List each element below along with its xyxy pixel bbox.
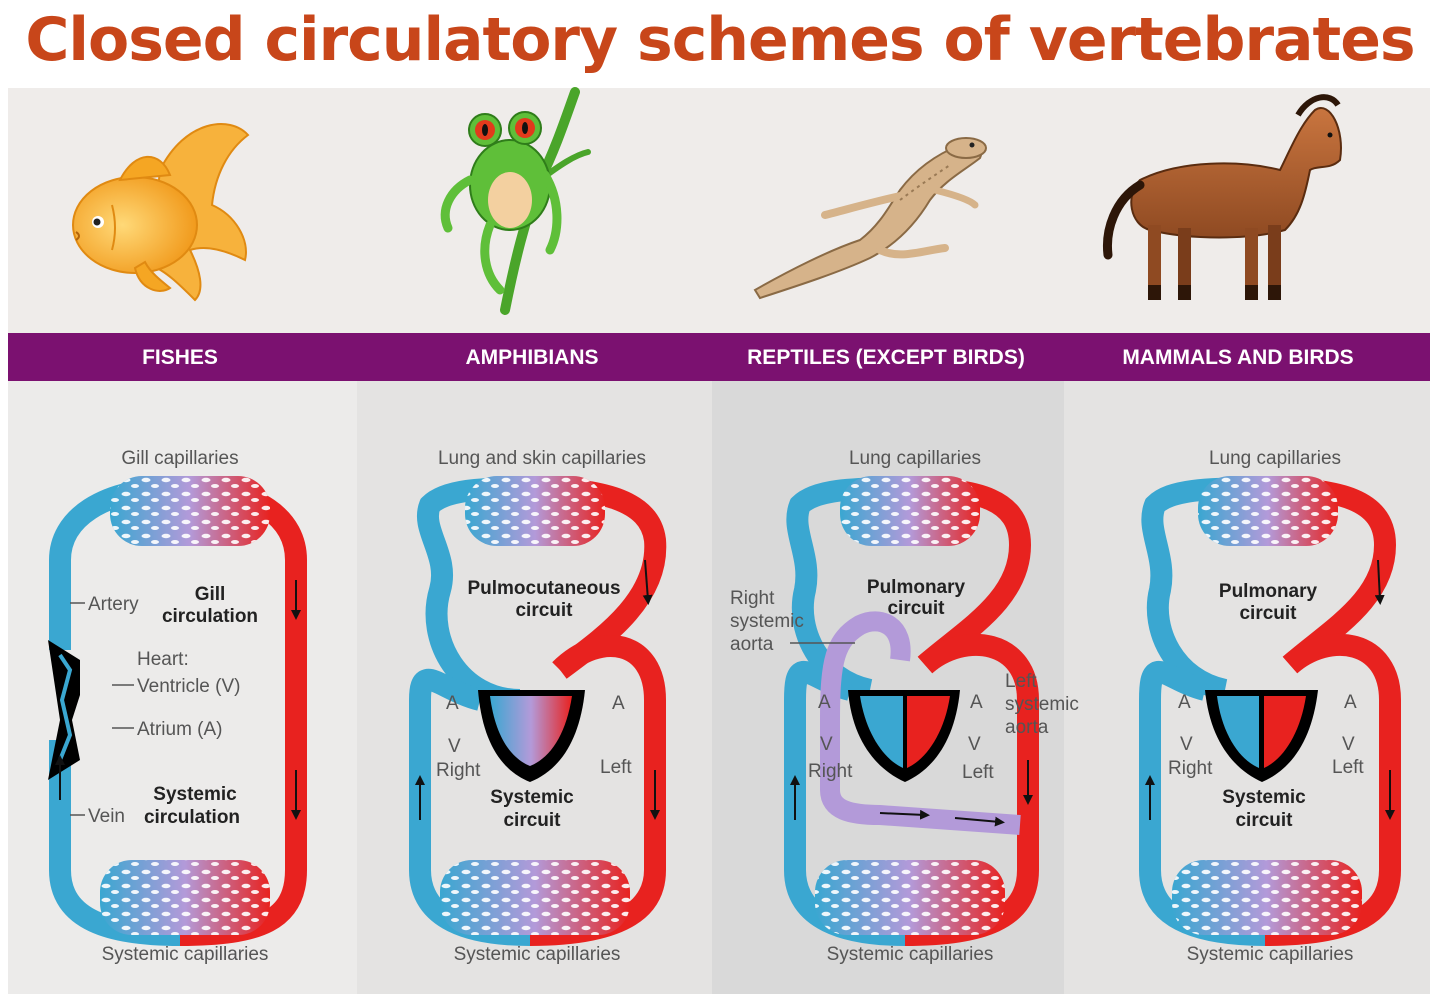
group-label-mammals: MAMMALS AND BIRDS xyxy=(1122,346,1353,369)
fish-gill-circulation-1: Gill xyxy=(195,584,226,605)
page-title: Closed circulatory schemes of vertebrate… xyxy=(25,5,1415,75)
amphibian-pulmocutaneous-1: Pulmocutaneous xyxy=(467,578,620,599)
mammal-pulmonary-1: Pulmonary xyxy=(1219,581,1318,602)
amphibian-right-label: Right xyxy=(436,760,481,781)
fish-gill-circulation-2: circulation xyxy=(162,606,258,627)
fish-circuit xyxy=(48,476,307,946)
reptile-v-left: V xyxy=(820,734,833,755)
fish-systemic-circulation-2: circulation xyxy=(144,807,240,828)
fish-ventricle-label: Ventricle (V) xyxy=(137,676,240,697)
fish-top-capillaries: Gill capillaries xyxy=(121,448,238,469)
amphibian-top-capillaries: Lung and skin capillaries xyxy=(438,448,646,469)
reptile-a-right: A xyxy=(970,692,983,713)
goldfish-illustration xyxy=(72,123,250,302)
reptile-left-systemic-aorta-1: Left xyxy=(1005,671,1037,692)
reptile-left-systemic-aorta-2: systemic xyxy=(1005,694,1079,715)
amphibian-circuit xyxy=(409,476,667,946)
reptile-bottom-capillaries: Systemic capillaries xyxy=(827,944,994,965)
fish-atrium-label: Atrium (A) xyxy=(137,719,223,740)
group-label-reptiles: REPTILES (EXCEPT BIRDS) xyxy=(747,346,1025,369)
amphibian-pulmocutaneous-2: circuit xyxy=(515,600,573,621)
amphibian-left-label: Left xyxy=(600,757,632,778)
fish-artery-label: Artery xyxy=(88,594,139,615)
fish-heart-label: Heart: xyxy=(137,649,189,670)
fish-systemic-circulation-1: Systemic xyxy=(153,784,237,805)
reptile-right-systemic-aorta-2: systemic xyxy=(730,611,804,632)
amphibian-v-left: V xyxy=(448,736,461,757)
reptile-right-systemic-aorta-3: aorta xyxy=(730,634,774,655)
reptile-left-label: Left xyxy=(962,762,994,783)
mammal-circuit xyxy=(1139,476,1401,946)
mammal-bottom-capillaries: Systemic capillaries xyxy=(1187,944,1354,965)
reptile-pulmonary-1: Pulmonary xyxy=(867,577,966,598)
mammal-v-left: V xyxy=(1180,734,1193,755)
reptile-a-left: A xyxy=(818,692,831,713)
reptile-right-systemic-aorta-1: Right xyxy=(730,588,775,609)
reptile-right-label: Right xyxy=(808,761,853,782)
group-label-fishes: FISHES xyxy=(142,346,218,369)
amphibian-systemic-2: circuit xyxy=(503,810,561,831)
mammal-a-right: A xyxy=(1344,692,1357,713)
reptile-v-right: V xyxy=(968,734,981,755)
fish-bottom-capillaries: Systemic capillaries xyxy=(102,944,269,965)
mammal-right-label: Right xyxy=(1168,758,1213,779)
mammal-systemic-2: circuit xyxy=(1235,810,1293,831)
group-band xyxy=(8,333,1430,381)
amphibian-a-right: A xyxy=(612,693,625,714)
mammal-left-label: Left xyxy=(1332,757,1364,778)
amphibian-a-left: A xyxy=(446,693,459,714)
reptile-top-capillaries: Lung capillaries xyxy=(849,448,981,469)
horse-illustration xyxy=(1102,94,1342,300)
fish-vein-label: Vein xyxy=(88,806,125,827)
mammal-a-left: A xyxy=(1178,692,1191,713)
mammal-v-right: V xyxy=(1342,734,1355,755)
mammal-top-capillaries: Lung capillaries xyxy=(1209,448,1341,469)
frog-illustration xyxy=(440,87,591,315)
reptile-pulmonary-2: circuit xyxy=(887,598,945,619)
reptile-left-systemic-aorta-3: aorta xyxy=(1005,717,1049,738)
lizard-illustration xyxy=(753,137,987,300)
group-label-amphibians: AMPHIBIANS xyxy=(465,346,598,369)
amphibian-systemic-1: Systemic xyxy=(490,787,574,808)
reptile-circuit xyxy=(784,476,1039,946)
mammal-systemic-1: Systemic xyxy=(1222,787,1306,808)
mammal-pulmonary-2: circuit xyxy=(1239,603,1297,624)
amphibian-bottom-capillaries: Systemic capillaries xyxy=(454,944,621,965)
